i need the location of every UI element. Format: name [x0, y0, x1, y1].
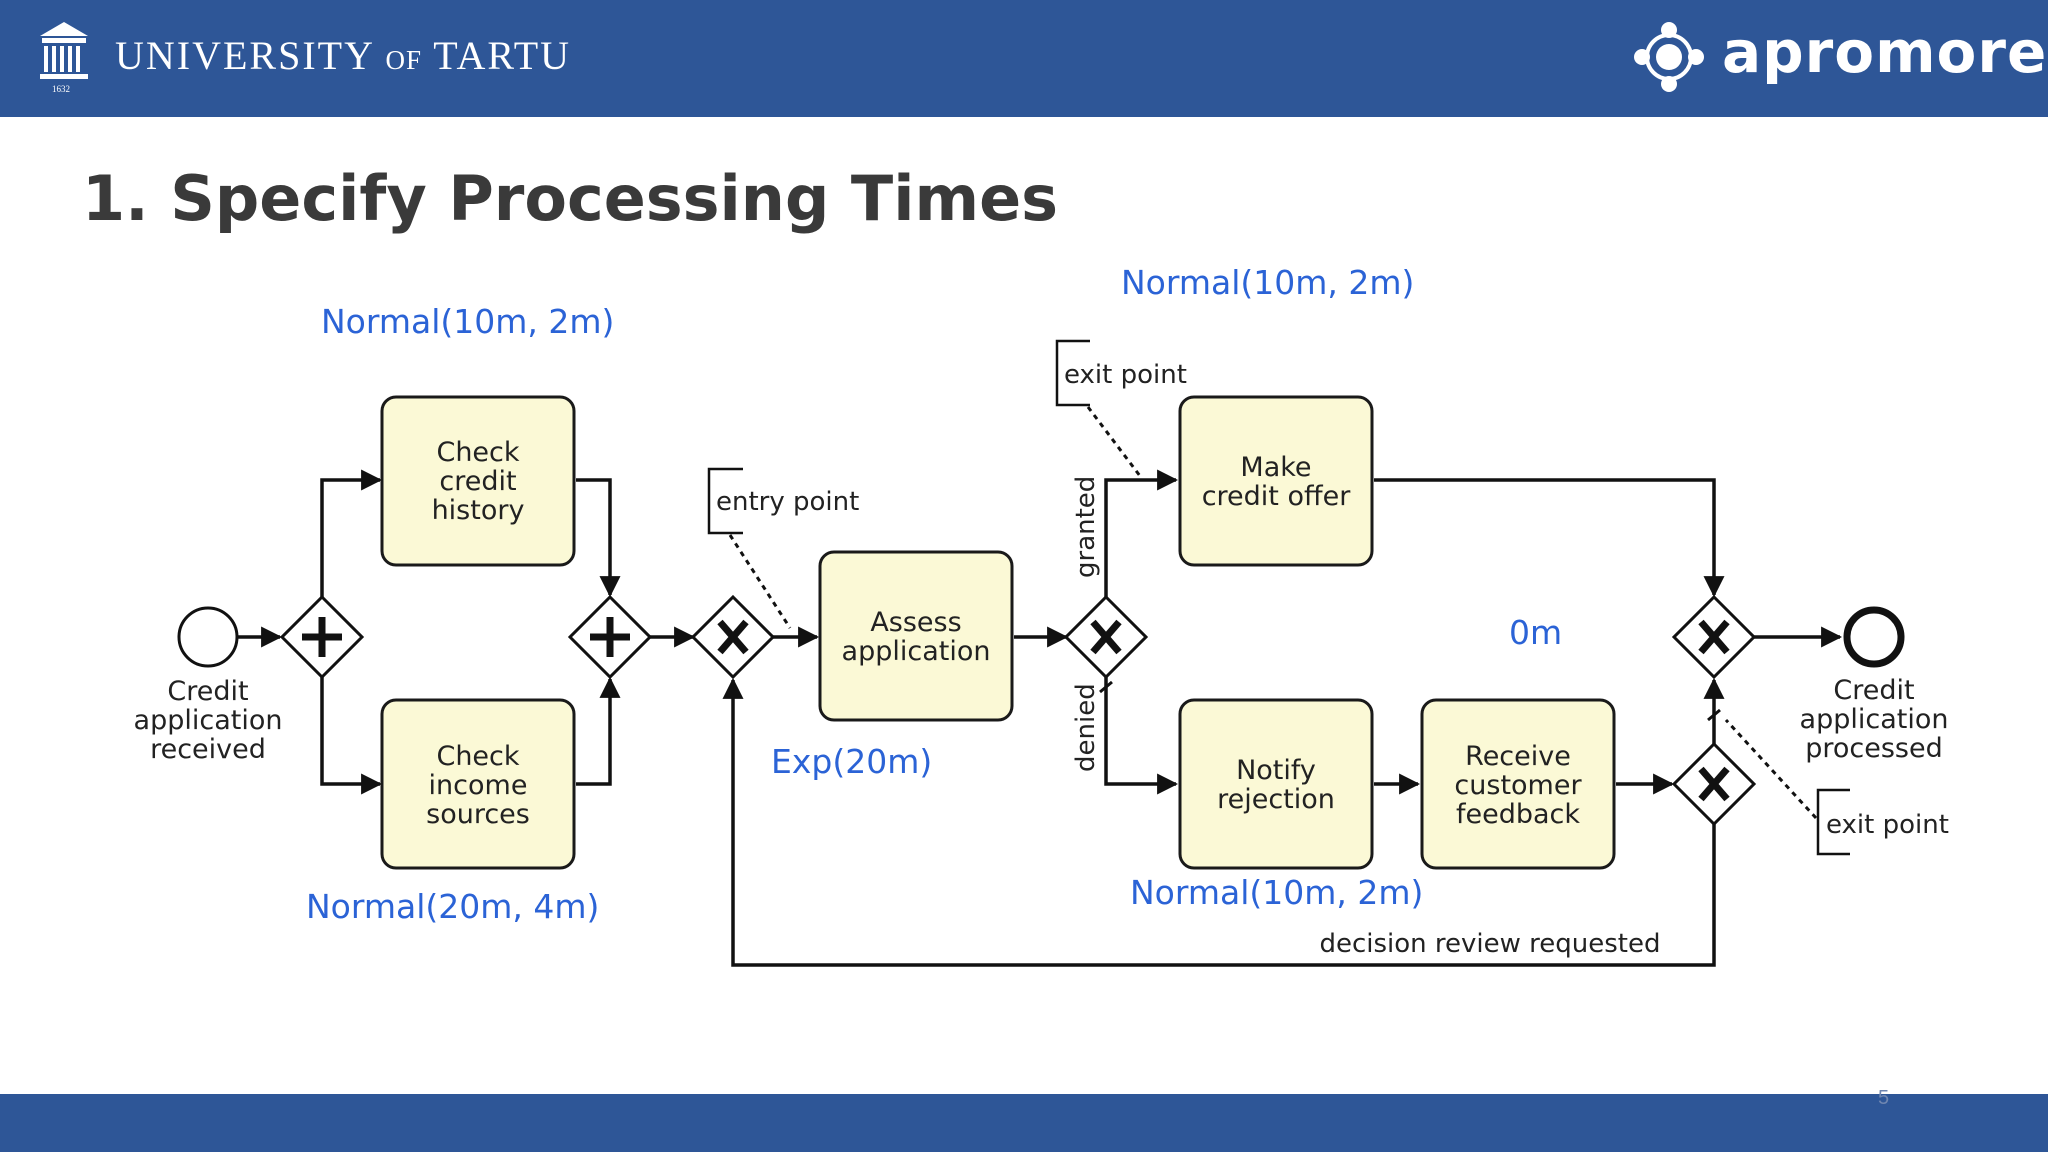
university-of: OF: [385, 45, 423, 75]
svg-text:exit point: exit point: [1064, 360, 1187, 390]
task-label: rejection: [1217, 784, 1335, 815]
svg-text:application: application: [134, 705, 283, 736]
task-make-credit-offer: Make credit offer: [1178, 395, 1374, 567]
task-notify-rejection: Notify rejection: [1178, 698, 1374, 870]
time-receive: 0m: [1509, 613, 1562, 652]
task-assess-application: Assess application: [818, 550, 1014, 722]
apromore-logo-icon: [1634, 22, 1704, 92]
review-flow-label: decision review requested: [1319, 929, 1660, 959]
university-logo-icon: 1632: [40, 22, 88, 94]
time-check-income: Normal(20m, 4m): [306, 887, 599, 926]
task-label: Make: [1240, 452, 1311, 483]
task-label: credit: [439, 466, 516, 497]
time-assess: Exp(20m): [771, 742, 932, 781]
entry-point-annotation: entry point: [707, 467, 859, 629]
task-receive-customer-feedback: Receive customer feedback: [1420, 698, 1616, 870]
task-label: customer: [1454, 770, 1582, 801]
header-bar: 1632 UNIVERSITY OF TARTU apromore: [0, 0, 2048, 117]
page-number: 5: [1878, 1087, 1890, 1109]
svg-text:Credit: Credit: [167, 676, 248, 707]
xor-merge-gateway: [690, 594, 776, 680]
denied-label: denied: [1071, 683, 1101, 772]
university-word: UNIVERSITY: [115, 33, 374, 78]
granted-label: granted: [1071, 476, 1101, 578]
apromore-brand: apromore: [1722, 18, 2048, 86]
task-label: history: [432, 495, 525, 526]
exit-point-bottom-annotation: exit point: [1724, 718, 1949, 856]
task-label: credit offer: [1202, 481, 1352, 512]
task-check-credit-history: Check credit history: [380, 395, 576, 567]
parallel-join-gateway: [567, 594, 653, 680]
task-label: Check: [436, 437, 519, 468]
task-label: application: [842, 636, 991, 667]
task-label: income: [429, 770, 528, 801]
start-event: [177, 606, 239, 668]
task-label: Assess: [870, 607, 961, 638]
university-name: UNIVERSITY OF TARTU: [115, 32, 571, 79]
university-year: 1632: [52, 84, 70, 94]
xor-decision-gateway: [1063, 594, 1149, 680]
xor-end-merge-gateway: [1671, 594, 1757, 680]
start-event-label: Credit application received: [134, 676, 283, 765]
time-make-offer: Normal(10m, 2m): [1121, 263, 1414, 302]
parallel-split-gateway: [279, 594, 365, 680]
end-event-label: Credit application processed: [1800, 675, 1949, 764]
slide-title: 1. Specify Processing Times: [82, 162, 1059, 235]
svg-text:received: received: [150, 734, 266, 765]
task-label: Receive: [1465, 741, 1571, 772]
task-label: feedback: [1456, 799, 1580, 830]
time-notify: Normal(10m, 2m): [1130, 873, 1423, 912]
svg-text:Credit: Credit: [1833, 675, 1914, 706]
task-label: sources: [426, 799, 530, 830]
university-city: TARTU: [433, 33, 572, 78]
svg-text:processed: processed: [1805, 733, 1943, 764]
task-label: Check: [436, 741, 519, 772]
footer-bar: [0, 1094, 2048, 1152]
task-check-income-sources: Check income sources: [380, 698, 576, 870]
end-event: [1843, 606, 1905, 668]
svg-text:exit point: exit point: [1826, 810, 1949, 840]
task-label: Notify: [1236, 755, 1316, 786]
svg-text:application: application: [1800, 704, 1949, 735]
xor-review-gateway: [1671, 741, 1757, 827]
exit-point-top-annotation: exit point: [1055, 339, 1187, 477]
svg-text:entry point: entry point: [716, 487, 859, 517]
sequence-flows: [238, 469, 1843, 967]
time-check-credit: Normal(10m, 2m): [321, 302, 614, 341]
